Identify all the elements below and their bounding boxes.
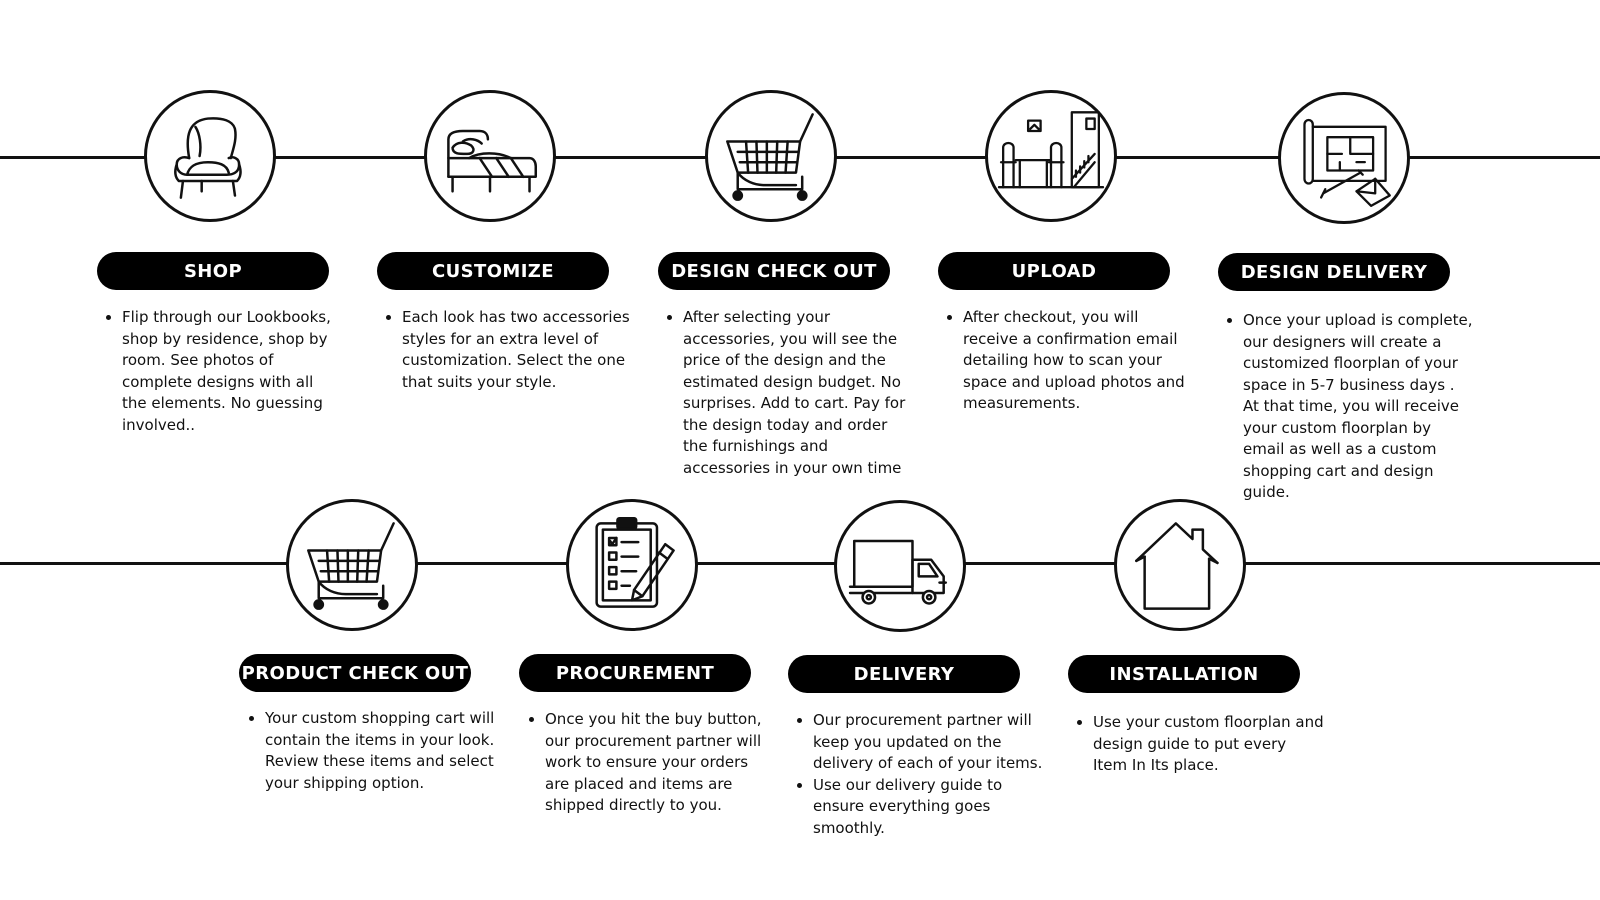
shop-step-circle xyxy=(144,90,276,222)
delivery-step-circle xyxy=(834,500,966,632)
timeline-line-bottom xyxy=(0,562,1600,565)
bed-icon xyxy=(447,129,538,193)
step-description-installation: Use your custom floorplan and design gui… xyxy=(1075,712,1325,777)
step-title-procurement: PROCUREMENT xyxy=(519,654,751,692)
list-item: Use our delivery guide to ensure everyth… xyxy=(813,775,1045,840)
list-item: Use your custom floorplan and design gui… xyxy=(1093,712,1325,777)
step-title-installation: INSTALLATION xyxy=(1068,655,1300,693)
step-title-product-check-out: PRODUCT CHECK OUT xyxy=(239,654,471,692)
design-check-out-step-circle xyxy=(705,90,837,222)
list-item: After selecting your accessories, you wi… xyxy=(683,307,913,479)
floorplan-envelope-icon xyxy=(1303,118,1391,207)
step-title-design-check-out: DESIGN CHECK OUT xyxy=(658,252,890,290)
installation-step-circle xyxy=(1114,499,1246,631)
step-title-delivery: DELIVERY xyxy=(788,655,1020,693)
house-icon xyxy=(1135,522,1219,610)
list-item: Once you hit the buy button, our procure… xyxy=(545,709,777,817)
shopping-cart-icon xyxy=(726,113,814,201)
step-description-upload: After checkout, you will receive a confi… xyxy=(945,307,1195,415)
step-description-procurement: Once you hit the buy button, our procure… xyxy=(527,709,777,817)
step-description-design-check-out: After selecting your accessories, you wi… xyxy=(665,307,913,479)
step-title-shop: SHOP xyxy=(97,252,329,290)
list-item: Flip through our Lookbooks, shop by resi… xyxy=(122,307,342,436)
customize-step-circle xyxy=(424,90,556,222)
product-check-out-step-circle xyxy=(286,499,418,631)
design-delivery-step-circle xyxy=(1278,92,1410,224)
list-item: Your custom shopping cart will contain t… xyxy=(265,708,497,794)
delivery-truck-icon xyxy=(848,539,948,605)
step-description-delivery: Our procurement partner will keep you up… xyxy=(795,710,1045,839)
step-description-customize: Each look has two accessories styles for… xyxy=(384,307,630,393)
step-description-shop: Flip through our Lookbooks, shop by resi… xyxy=(104,307,342,436)
step-title-upload: UPLOAD xyxy=(938,252,1170,290)
list-item: Our procurement partner will keep you up… xyxy=(813,710,1045,775)
procurement-step-circle xyxy=(566,499,698,631)
list-item: After checkout, you will receive a confi… xyxy=(963,307,1195,415)
shopping-cart-icon xyxy=(307,522,395,610)
step-title-customize: CUSTOMIZE xyxy=(377,252,609,290)
list-item: Once your upload is complete, our design… xyxy=(1243,310,1475,504)
armchair-icon xyxy=(174,117,242,199)
room-interior-icon xyxy=(997,111,1105,189)
step-description-product-check-out: Your custom shopping cart will contain t… xyxy=(247,708,497,794)
upload-step-circle xyxy=(985,90,1117,222)
clipboard-checklist-icon xyxy=(595,516,675,608)
list-item: Each look has two accessories styles for… xyxy=(402,307,630,393)
step-title-design-delivery: DESIGN DELIVERY xyxy=(1218,253,1450,291)
step-description-design-delivery: Once your upload is complete, our design… xyxy=(1225,310,1475,504)
